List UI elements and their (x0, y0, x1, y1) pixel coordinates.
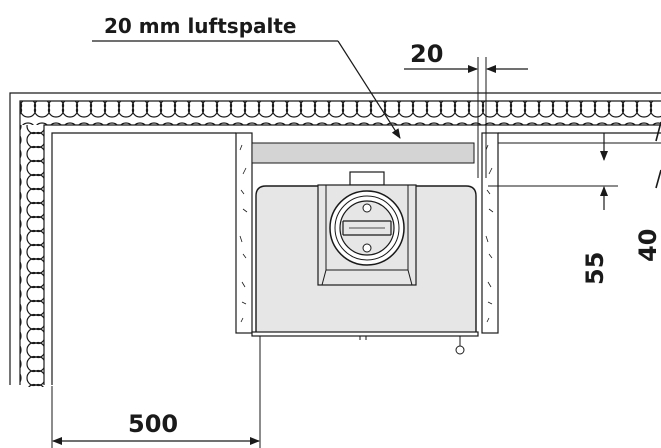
air-gap-label: 20 mm luftspalte (104, 14, 297, 38)
dimension-40: 40 (634, 121, 661, 262)
side-panel-left (235, 132, 253, 334)
air-gap-callout: 20 mm luftspalte (92, 14, 401, 139)
wall (9, 92, 661, 387)
air-gap-strip (251, 142, 475, 164)
gap-width-label: 20 (410, 40, 443, 68)
dimension-gap-width: 20 (404, 40, 528, 178)
stove-handle-icon (455, 345, 465, 355)
side-panel-right (481, 132, 499, 334)
dimension-40-label: 40 (634, 229, 661, 262)
dimension-55-label: 55 (581, 252, 609, 285)
dimension-500-label: 500 (128, 410, 178, 438)
flue-connector-icon (317, 184, 417, 286)
dimension-55: 55 (488, 133, 661, 285)
dimension-500: 500 (51, 336, 261, 448)
